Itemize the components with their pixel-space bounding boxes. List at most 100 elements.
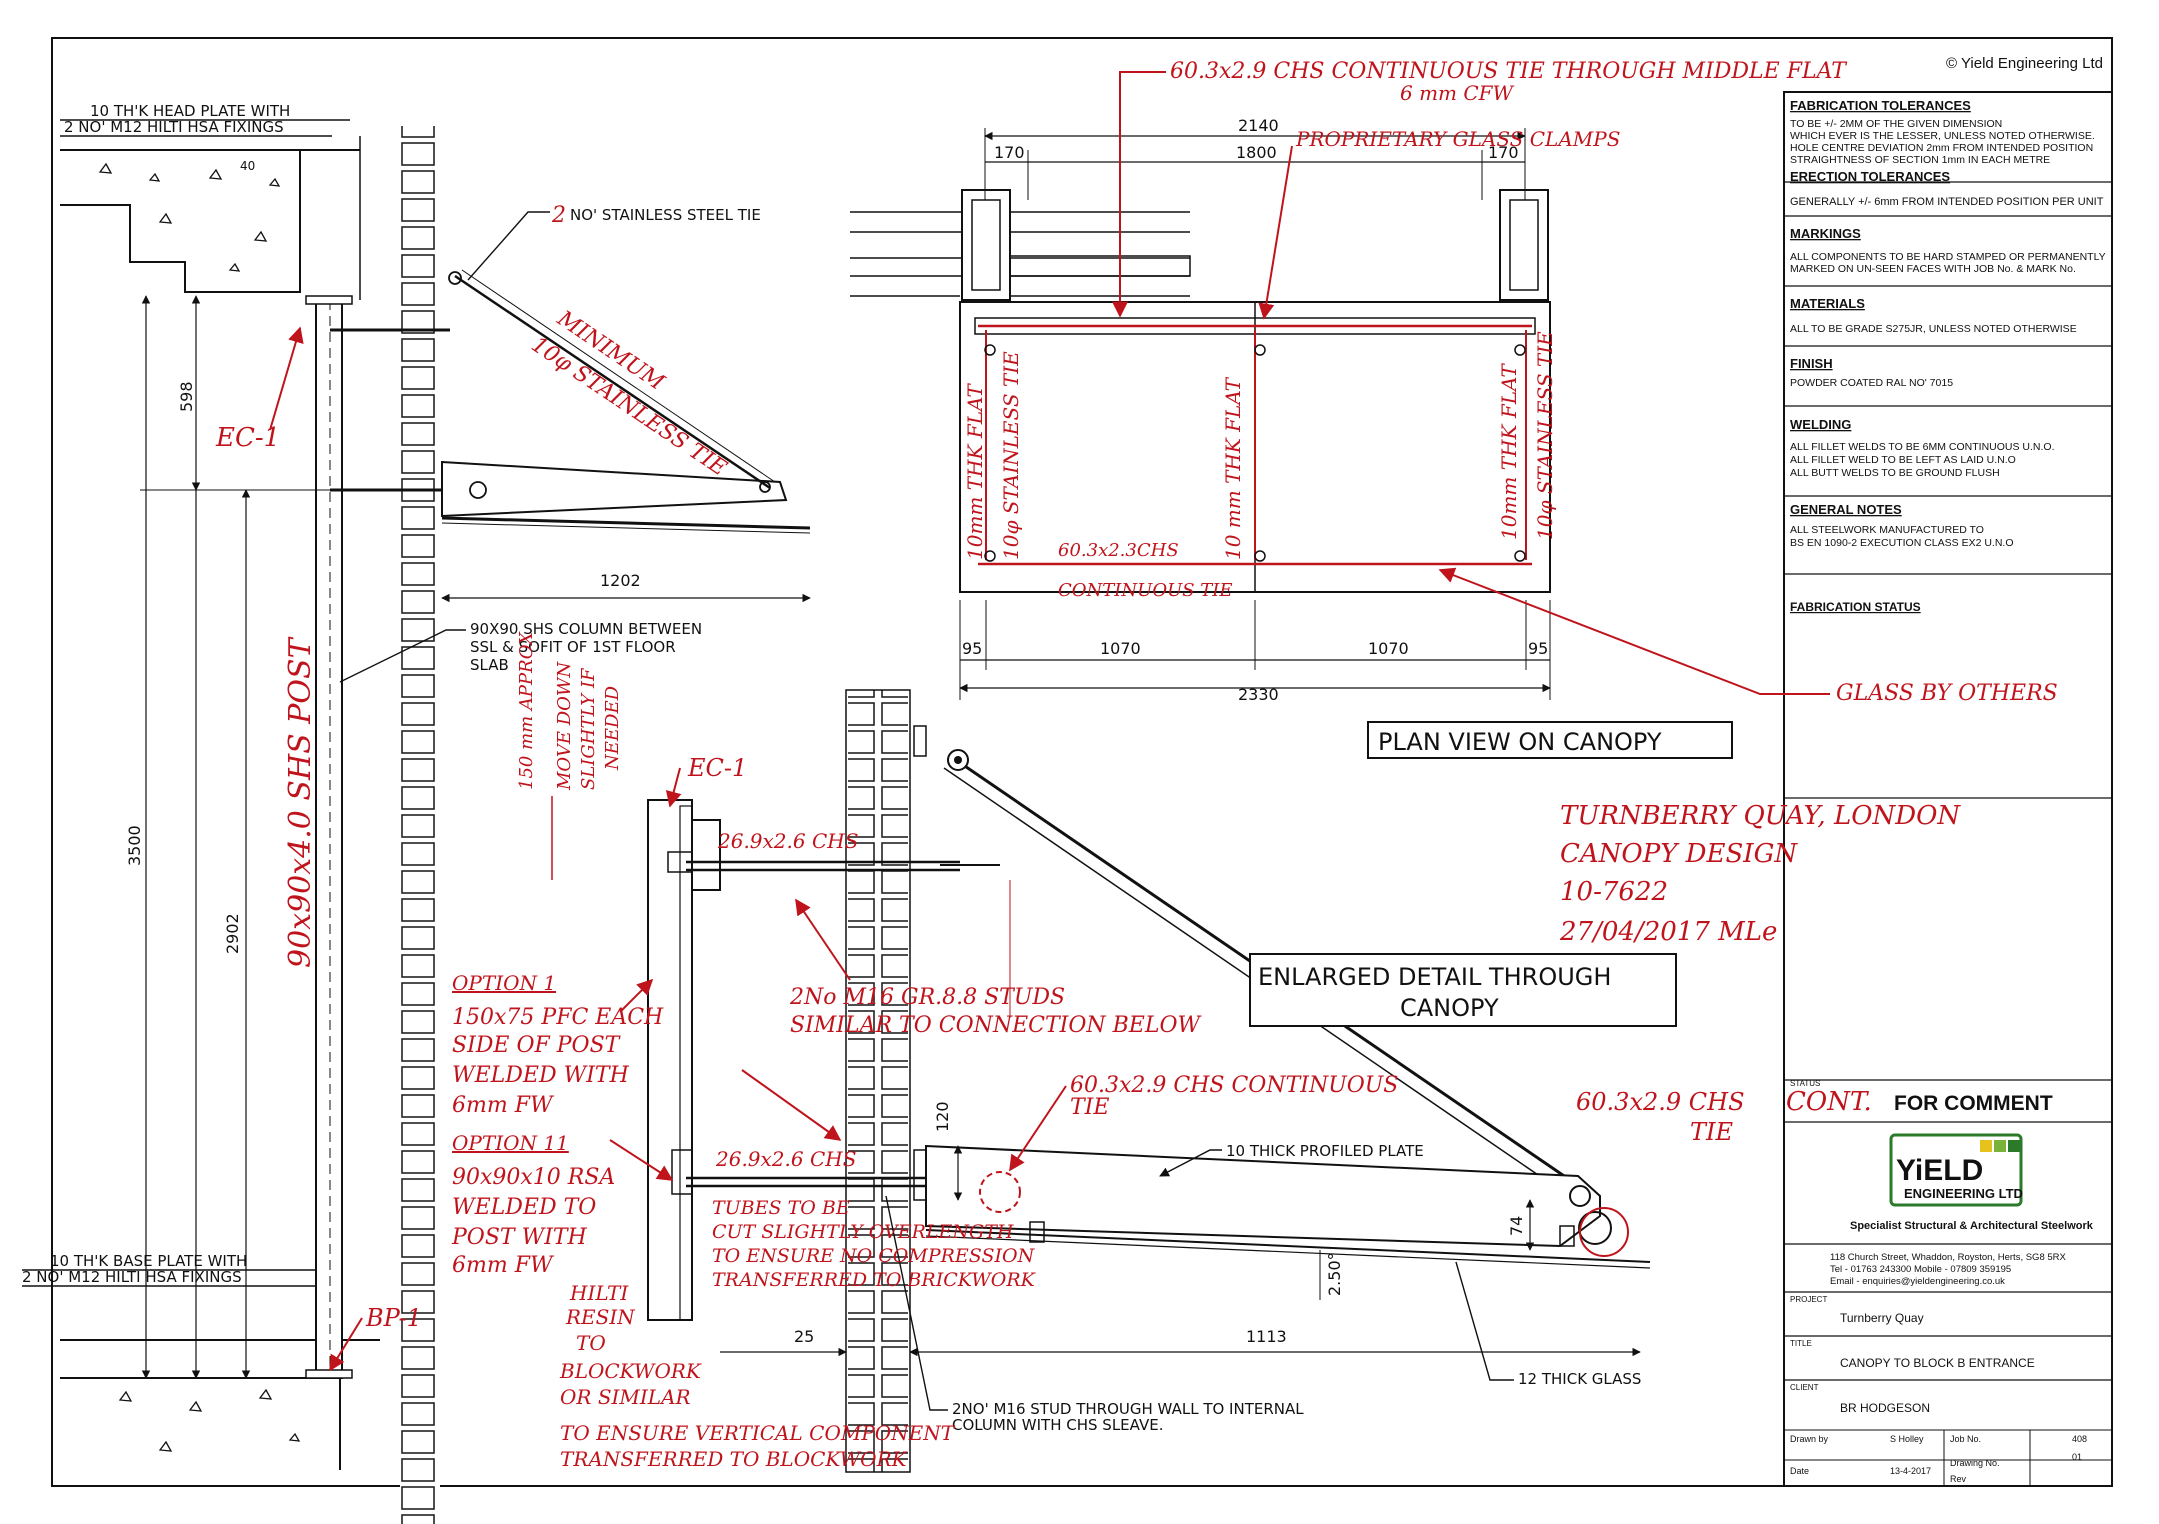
head-plate-label-1: 10 TH'K HEAD PLATE WITH	[90, 102, 290, 120]
note-tie-right-2: TIE	[1690, 1118, 1733, 1146]
erection-line: GENERALLY +/- 6mm FROM INTENDED POSITION…	[1790, 196, 2104, 208]
note-continuous-mid-2: TIE	[1070, 1095, 1109, 1120]
head-plate-label-2: 2 NO' M12 HILTI HSA FIXINGS	[64, 118, 284, 136]
welding-heading: WELDING	[1790, 417, 1851, 432]
markings-heading: MARKINGS	[1790, 226, 1861, 241]
fab-tol-line: HOLE CENTRE DEVIATION 2mm FROM INTENDED …	[1790, 142, 2093, 154]
blockwork-wall	[400, 126, 440, 1524]
general-notes-heading: GENERAL NOTES	[1790, 502, 1902, 517]
dim-3500: 3500	[125, 825, 144, 866]
column-note-3: SLAB	[470, 656, 509, 674]
note-move-down-4: NEEDED	[602, 685, 623, 771]
stud-note-1: 2NO' M16 STUD THROUGH WALL TO INTERNAL	[952, 1400, 1304, 1418]
yield-logo: YiELD ENGINEERING LTD	[1889, 1133, 2023, 1207]
note-tubes-3: TO ENSURE NO COMPRESSION	[712, 1245, 1036, 1267]
fab-tol-line: WHICH EVER IS THE LESSER, UNLESS NOTED O…	[1790, 130, 2095, 142]
tie-number: 2	[551, 203, 566, 228]
dim-1202: 1202	[600, 571, 641, 590]
note-top-tie-1: 60.3x2.9 CHS CONTINUOUS TIE THROUGH MIDD…	[1170, 59, 1848, 84]
dim-95-right: 95	[1528, 639, 1548, 658]
title-value: CANOPY TO BLOCK B ENTRANCE	[1840, 1356, 2035, 1370]
dim-95-left: 95	[962, 639, 982, 658]
fabrication-status-heading: FABRICATION STATUS	[1790, 600, 1921, 614]
profiled-plate-label: 10 THICK PROFILED PLATE	[1226, 1142, 1424, 1160]
project-value: Turnberry Quay	[1840, 1311, 1924, 1325]
note-option2-5: 6mm FW	[452, 1253, 555, 1278]
column-note-2: SSL & SOFIT OF 1ST FLOOR	[470, 638, 676, 656]
note-post: 90x90x4.0 SHS POST	[283, 636, 318, 968]
section-view: 10 TH'K HEAD PLATE WITH 2 NO' M12 HILTI …	[22, 102, 811, 1524]
note-project-3: 10-7622	[1560, 877, 1668, 907]
dim-angle: 2.50°	[1325, 1252, 1344, 1296]
glass-clamp-left	[961, 189, 1011, 301]
head-plate-mark: 40	[240, 159, 255, 173]
note-chs-lower: 26.9x2.6 CHS	[715, 1147, 856, 1171]
upper-slab	[60, 149, 301, 293]
note-studs-2: SIMILAR TO CONNECTION BELOW	[790, 1013, 1203, 1038]
note-hilti-2: RESIN	[565, 1305, 636, 1329]
job-value: 408	[2072, 1434, 2087, 1444]
tagline: Specialist Structural & Architectural St…	[1850, 1220, 2094, 1232]
shs-column	[315, 297, 343, 1379]
welding-line: ALL FILLET WELD TO BE LEFT AS LAID U.N.O	[1790, 454, 2016, 466]
note-flat-mid: 10 mm THK FLAT	[1221, 376, 1245, 560]
handwritten-markup: 60.3x2.9 CHS CONTINUOUS TIE THROUGH MIDD…	[215, 59, 2058, 1471]
note-chs-bottom: 60.3x2.3CHS	[1058, 540, 1179, 561]
dim-120: 120	[933, 1101, 952, 1132]
note-option1-3: SIDE OF POST	[452, 1033, 622, 1058]
title-label: TITLE	[1790, 1339, 1812, 1348]
note-stainless-left: 10φ STAINLESS TIE	[999, 351, 1023, 560]
title-block: FABRICATION TOLERANCES TO BE +/- 2MM OF …	[1783, 91, 2113, 1487]
note-option1-2: 150x75 PFC EACH	[452, 1005, 664, 1030]
note-tubes-1: TUBES TO BE	[712, 1197, 850, 1219]
note-tubes-2: CUT SLIGHTLY OVERLENGTH	[712, 1221, 1014, 1243]
note-glass-by-others: GLASS BY OTHERS	[1836, 681, 2058, 706]
note-top-tie-2: 6 mm CFW	[1400, 81, 1515, 105]
note-option1-1: OPTION 1	[452, 971, 556, 995]
address-line: 118 Church Street, Whaddon, Royston, Her…	[1830, 1252, 2067, 1263]
drawing-label: Drawing No.	[1950, 1458, 2000, 1468]
dim-2140: 2140	[1238, 116, 1279, 135]
note-hilti-4: BLOCKWORK	[559, 1359, 702, 1383]
plan-view: 2140 170 1800 170 95 1070 1070 95 2330 P…	[850, 116, 1733, 759]
note-clamps: PROPRIETARY GLASS CLAMPS	[1295, 127, 1620, 151]
materials-line: ALL TO BE GRADE S275JR, UNLESS NOTED OTH…	[1790, 323, 2077, 335]
dim-2902: 2902	[223, 913, 242, 954]
status-value: FOR COMMENT	[1894, 1092, 2053, 1115]
project-label: PROJECT	[1790, 1295, 1827, 1304]
note-option1-4: WELDED WITH	[452, 1063, 630, 1088]
detail-glass	[925, 1229, 1651, 1263]
note-stainless-right: 10φ STAINLESS TIE	[1533, 331, 1557, 540]
stud-note-2: COLUMN WITH CHS SLEAVE.	[952, 1416, 1163, 1434]
client-label: CLIENT	[1790, 1383, 1819, 1392]
note-option1-5: 6mm FW	[452, 1093, 555, 1118]
canopy-arm	[441, 460, 788, 518]
rev-label: Rev	[1950, 1474, 1967, 1484]
base-plate-label-2: 2 NO' M12 HILTI HSA FIXINGS	[22, 1268, 242, 1286]
finish-heading: FINISH	[1790, 356, 1833, 371]
status-label: STATUS	[1790, 1079, 1820, 1088]
note-vertical-1: TO ENSURE VERTICAL COMPONENT	[560, 1421, 956, 1445]
dim-170-left: 170	[994, 143, 1025, 162]
welding-line: ALL FILLET WELDS TO BE 6MM CONTINUOUS U.…	[1790, 441, 2055, 453]
erection-heading: ERECTION TOLERANCES	[1790, 169, 1950, 184]
drawn-label: Drawn by	[1790, 1434, 1829, 1444]
dim-1800: 1800	[1236, 143, 1277, 162]
dim-598: 598	[177, 381, 196, 412]
detail-view: 120 74 2.50° 25 1113 10 THICK PROFILED P…	[647, 689, 1677, 1473]
drawn-value: S Holley	[1890, 1434, 1924, 1444]
dim-2330: 2330	[1238, 685, 1279, 704]
note-flat-left: 10mm THK FLAT	[963, 383, 987, 560]
note-flat-right: 10mm THK FLAT	[1497, 363, 1521, 540]
note-project-4: 27/04/2017 MLe	[1559, 917, 1777, 947]
note-studs-1: 2No M16 GR.8.8 STUDS	[789, 985, 1065, 1010]
note-move-down-1: 150 mm APPROX	[516, 631, 537, 790]
detail-title-1: ENLARGED DETAIL THROUGH	[1258, 963, 1611, 991]
drawing-value: 01	[2072, 1452, 2082, 1462]
address-line: Tel - 01763 243300 Mobile - 07809 359195	[1830, 1264, 2011, 1275]
detail-title-box	[1249, 953, 1677, 1027]
note-project-2: CANOPY DESIGN	[1560, 839, 1798, 869]
note-option2-2: 90x90x10 RSA	[452, 1165, 615, 1190]
note-option2-1: OPTION 11	[452, 1131, 569, 1155]
general-notes-line: ALL STEELWORK MANUFACTURED TO	[1790, 524, 1984, 536]
